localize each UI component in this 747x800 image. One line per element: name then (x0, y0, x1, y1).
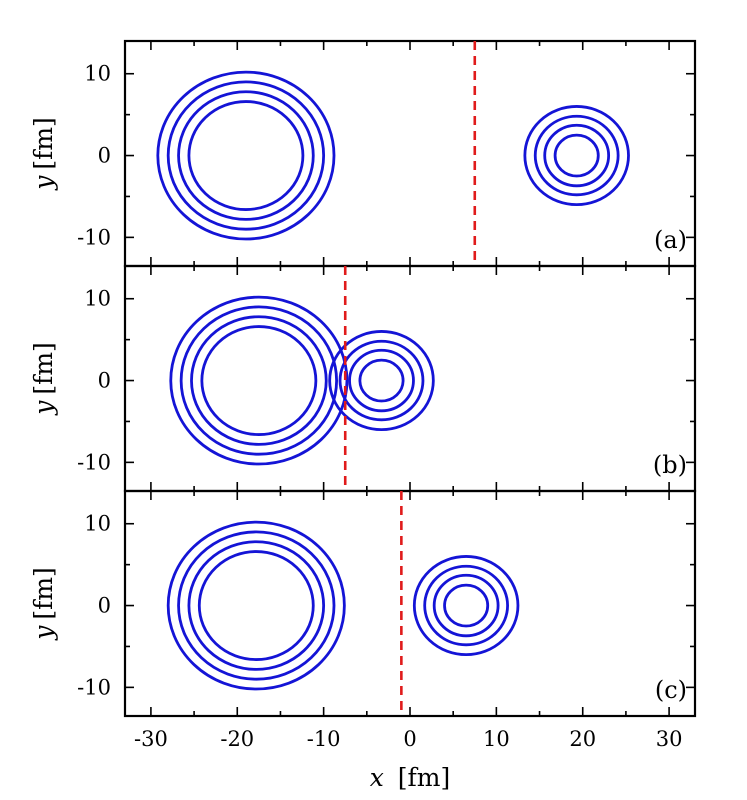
light-fragment-contour (348, 348, 415, 413)
light-fragment-contour (432, 573, 500, 638)
y-axis-label: y [fm] (29, 117, 58, 191)
y-axis-unit: [fm] (29, 342, 58, 394)
panel-label: (b) (653, 451, 687, 479)
heavy-fragment-contour (197, 550, 315, 661)
x-tick-label: 10 (483, 727, 510, 751)
light-fragment-contour (543, 123, 611, 188)
heavy-fragment-contour (187, 100, 305, 211)
y-tick-label: 10 (84, 287, 111, 311)
panel-frame (123, 489, 697, 718)
y-tick-label: -10 (77, 225, 111, 249)
light-fragment-contour (553, 133, 600, 178)
y-tick-label: -10 (77, 450, 111, 474)
heavy-fragment-contour (187, 540, 326, 671)
y-axis-label: y [fm] (29, 567, 58, 641)
light-fragment-contour (423, 564, 509, 647)
light-fragment-contour (338, 339, 425, 422)
light-fragment-contour (523, 105, 630, 207)
x-tick-labels: -30 -20 -10 0 10 20 30 (134, 727, 682, 751)
x-axis-unit: [fm] (398, 763, 450, 792)
light-fragment-contour (533, 114, 620, 197)
y-tick-label: 0 (98, 144, 111, 168)
y-axis-unit: [fm] (29, 567, 58, 619)
heavy-fragment-contour (190, 315, 328, 446)
light-fragment-contour (358, 358, 405, 403)
y-tick-label: -10 (77, 675, 111, 699)
heavy-fragment-contour (166, 80, 326, 231)
heavy-fragment-contour (169, 295, 349, 466)
y-tick-label: 0 (98, 369, 111, 393)
y-axis-variable: y (29, 625, 58, 641)
y-tick-label: 10 (84, 512, 111, 536)
x-tick-label: -20 (220, 727, 254, 751)
y-tick-label: 10 (84, 62, 111, 86)
light-fragment-contour (328, 330, 435, 432)
x-tick-label: -30 (134, 727, 168, 751)
heavy-fragment-contour (200, 325, 318, 436)
panel-3: 10 0 -10 y [fm] (c) (29, 489, 697, 718)
panel-label: (c) (655, 676, 687, 704)
x-tick-label: -10 (307, 727, 341, 751)
x-tick-label: 0 (403, 727, 416, 751)
panel-1: 10 0 -10 y [fm] (a) (29, 39, 697, 268)
y-axis-unit: [fm] (29, 117, 58, 169)
light-fragment-contour (412, 555, 520, 657)
x-tick-label: 30 (656, 727, 683, 751)
y-axis-label: y [fm] (29, 342, 58, 416)
heavy-fragment-contour (166, 520, 346, 691)
y-tick-label: 0 (98, 594, 111, 618)
x-tick-label: 20 (569, 727, 596, 751)
panel-frame (123, 264, 697, 493)
panel-label: (a) (654, 226, 687, 254)
light-fragment-contour (443, 583, 490, 628)
panels-group: 10 0 -10 y [fm] (a) 10 0 -10 y [fm] (b) 10 0 -10 y [fm] (… (29, 39, 697, 718)
x-axis-variable: x (370, 763, 384, 792)
y-axis-variable: y (29, 400, 58, 416)
heavy-fragment-contour (177, 90, 315, 221)
heavy-fragment-contour (177, 530, 336, 681)
y-axis-variable: y (29, 175, 58, 191)
panel-2: 10 0 -10 y [fm] (b) (29, 264, 697, 493)
heavy-fragment-contour (156, 70, 336, 241)
heavy-fragment-contour (179, 305, 338, 456)
x-axis-label: x [fm] (370, 763, 451, 792)
